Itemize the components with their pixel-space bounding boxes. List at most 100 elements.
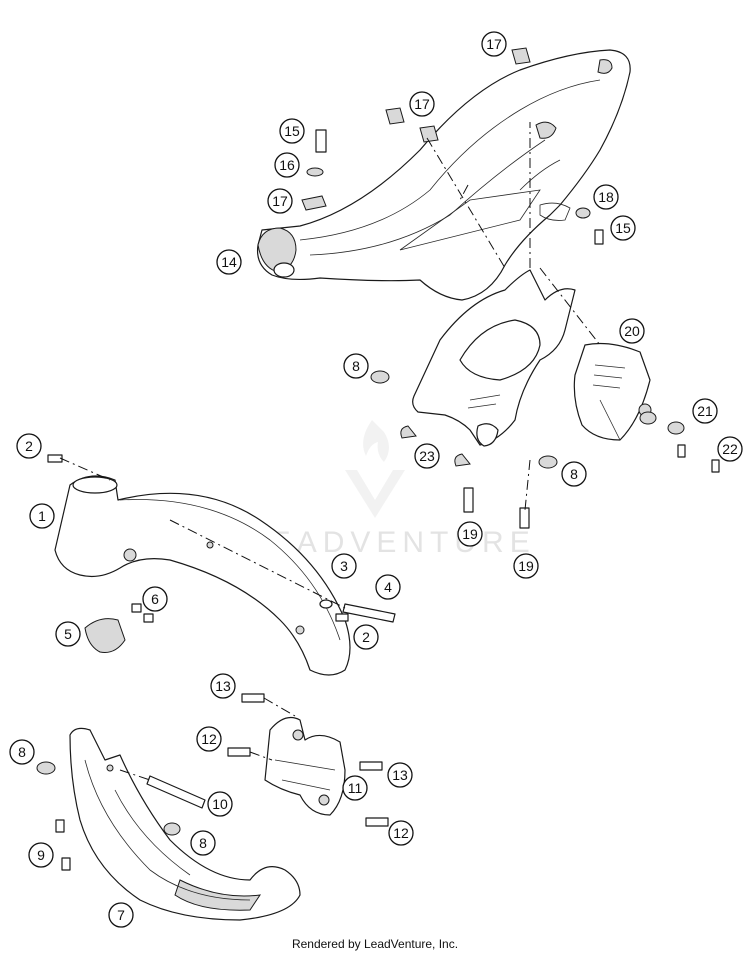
part-7-skid-plate[interactable] — [69, 727, 301, 921]
part-1-front-fender[interactable] — [54, 475, 351, 676]
callout-9-label: 9 — [37, 847, 45, 863]
nut-17-mid-b[interactable] — [419, 125, 439, 143]
callout-11[interactable]: 11 — [342, 775, 368, 801]
grommet-21-a[interactable] — [639, 411, 657, 425]
callout-23[interactable]: 23 — [414, 443, 440, 469]
callout-22[interactable]: 22 — [717, 436, 743, 462]
callout-17-mid[interactable]: 17 — [409, 91, 435, 117]
callout-13-top-label: 13 — [215, 678, 231, 694]
part-23-subframe-bracket[interactable] — [400, 269, 576, 467]
callout-1[interactable]: 1 — [29, 503, 55, 529]
fasteners — [36, 47, 720, 871]
callout-5-label: 5 — [64, 626, 72, 642]
callout-15-right[interactable]: 15 — [610, 215, 636, 241]
part-11-bracket[interactable] — [264, 717, 346, 816]
callout-8-d-label: 8 — [199, 835, 207, 851]
nut-17-left[interactable] — [301, 195, 327, 211]
callout-4-label: 4 — [384, 579, 392, 595]
callout-15-left-label: 15 — [284, 123, 300, 139]
callout-14[interactable]: 14 — [216, 249, 242, 275]
callout-2-bottom[interactable]: 2 — [353, 624, 379, 650]
callout-17-top[interactable]: 17 — [481, 31, 507, 57]
callout-17-left-label: 17 — [272, 193, 288, 209]
bolt-4[interactable] — [342, 603, 396, 623]
part-5-bracket[interactable] — [84, 618, 126, 653]
callout-21[interactable]: 21 — [692, 398, 718, 424]
part-14-airbox-frame[interactable] — [256, 49, 631, 301]
callout-8-a[interactable]: 8 — [343, 353, 369, 379]
bolt-12-right[interactable] — [365, 817, 389, 827]
callout-13-right[interactable]: 13 — [387, 762, 413, 788]
callout-19-a[interactable]: 19 — [457, 521, 483, 547]
callout-2-top-label: 2 — [25, 438, 33, 454]
callout-13-right-label: 13 — [392, 767, 408, 783]
callout-16-label: 16 — [279, 157, 295, 173]
callout-5[interactable]: 5 — [55, 621, 81, 647]
footer-credit: Rendered by LeadVenture, Inc. — [291, 937, 459, 951]
callout-4[interactable]: 4 — [375, 574, 401, 600]
callout-12-right-label: 12 — [393, 825, 409, 841]
bolt-2-bottom[interactable] — [335, 613, 349, 622]
bolt-6-b[interactable] — [143, 613, 154, 623]
callout-8-c[interactable]: 8 — [9, 739, 35, 765]
callout-6[interactable]: 6 — [142, 586, 168, 612]
bolt-15-right[interactable] — [594, 229, 604, 245]
callout-7-label: 7 — [117, 907, 125, 923]
nut-17-top[interactable] — [511, 47, 531, 65]
callout-3[interactable]: 3 — [331, 553, 357, 579]
part-20-cover[interactable] — [573, 342, 652, 441]
watermark-logo — [345, 420, 405, 518]
callout-14-label: 14 — [221, 254, 237, 270]
bolt-22-a[interactable] — [677, 444, 686, 458]
bolt-15-top[interactable] — [315, 129, 327, 153]
callout-10-label: 10 — [212, 796, 228, 812]
bolt-9-b[interactable] — [61, 857, 71, 871]
callout-20[interactable]: 20 — [619, 318, 645, 344]
callout-13-top[interactable]: 13 — [210, 673, 236, 699]
bolt-13-right[interactable] — [359, 761, 383, 771]
callout-8-d[interactable]: 8 — [190, 830, 216, 856]
callout-22-label: 22 — [722, 441, 738, 457]
nut-8-a[interactable] — [370, 370, 390, 384]
callout-17-top-label: 17 — [486, 36, 502, 52]
washer-3[interactable] — [319, 599, 333, 609]
callout-21-label: 21 — [697, 403, 713, 419]
callout-15-left[interactable]: 15 — [279, 118, 305, 144]
nut-8-b[interactable] — [538, 455, 558, 469]
callout-10[interactable]: 10 — [207, 791, 233, 817]
callout-2-bottom-label: 2 — [362, 629, 370, 645]
washer-16[interactable] — [306, 167, 324, 177]
callout-16[interactable]: 16 — [274, 152, 300, 178]
nut-17-mid-a[interactable] — [385, 107, 405, 125]
callout-3-label: 3 — [340, 558, 348, 574]
bolt-12-left[interactable] — [227, 747, 251, 757]
callout-9[interactable]: 9 — [28, 842, 54, 868]
callout-18-label: 18 — [598, 189, 614, 205]
callout-11-label: 11 — [348, 780, 363, 796]
bolt-13-top[interactable] — [241, 693, 265, 703]
bolt-22-b[interactable] — [711, 459, 720, 473]
callout-8-b[interactable]: 8 — [561, 461, 587, 487]
callout-17-left[interactable]: 17 — [267, 188, 293, 214]
callout-12-right[interactable]: 12 — [388, 820, 414, 846]
callout-19-b[interactable]: 19 — [513, 553, 539, 579]
callout-8-c-label: 8 — [18, 744, 26, 760]
callout-20-label: 20 — [624, 323, 640, 339]
callout-8-b-label: 8 — [570, 466, 578, 482]
grommet-21-b[interactable] — [667, 421, 685, 435]
bolt-19-b[interactable] — [519, 507, 530, 529]
callout-19-a-label: 19 — [462, 526, 478, 542]
nut-8-c[interactable] — [36, 761, 56, 775]
callout-2-top[interactable]: 2 — [16, 433, 42, 459]
callout-12-left[interactable]: 12 — [196, 726, 222, 752]
callout-7[interactable]: 7 — [108, 902, 134, 928]
callout-18[interactable]: 18 — [593, 184, 619, 210]
grommet-18[interactable] — [575, 207, 591, 219]
bolt-10[interactable] — [146, 775, 206, 809]
bolt-6-a[interactable] — [131, 603, 142, 613]
bolt-9-a[interactable] — [55, 819, 65, 833]
nut-8-d[interactable] — [163, 822, 181, 836]
callout-6-label: 6 — [151, 591, 159, 607]
bolt-19-a[interactable] — [463, 487, 474, 513]
